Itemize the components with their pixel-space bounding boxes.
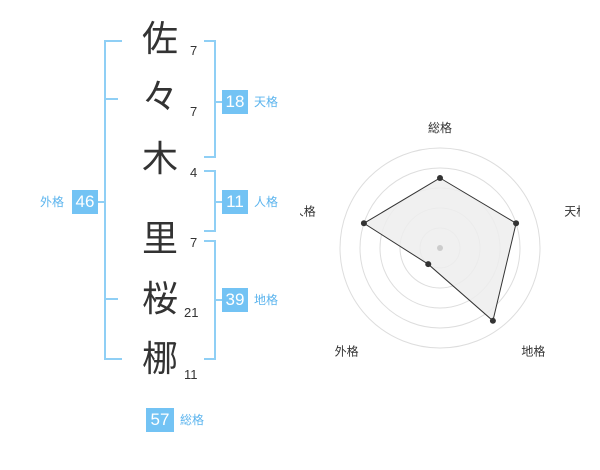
gaikaku-bracket-tick-2 <box>104 298 118 300</box>
gaikaku-value-box: 46 <box>72 190 98 214</box>
radar-axis-label-3: 地格 <box>521 343 545 358</box>
name-char-4: 里 <box>141 219 178 260</box>
name-char-6: 梛 <box>141 339 178 380</box>
jinkaku-value-box: 11 <box>222 190 248 214</box>
radar-point-2 <box>513 220 520 227</box>
gaikaku-bracket-top <box>104 40 122 42</box>
stroke-count-4: 7 <box>190 235 198 250</box>
radar-point-3 <box>489 317 496 324</box>
chikaku-connector <box>214 299 222 301</box>
radar-center-dot <box>437 245 443 251</box>
radar-axis-label-2: 天格 <box>564 204 580 219</box>
gaikaku-bracket-vertical <box>104 40 106 360</box>
name-char-2: 々 <box>141 77 178 118</box>
jinkaku-bracket-bottom <box>204 230 216 232</box>
gaikaku-bracket-tick-1 <box>104 98 118 100</box>
gaikaku-bracket-bottom <box>104 358 122 360</box>
radar-point-4 <box>425 261 432 268</box>
stroke-count-1: 7 <box>190 43 198 58</box>
stroke-count-3: 4 <box>190 165 198 180</box>
radar-point-1 <box>437 175 443 181</box>
chikaku-bracket-top <box>204 240 216 242</box>
tenkaku-bracket-vertical <box>214 40 216 158</box>
soukaku-value-box: 57 <box>146 408 174 432</box>
radar-point-5 <box>360 220 367 227</box>
tenkaku-bracket-top <box>204 40 216 42</box>
gaikaku-label: 外格 <box>40 195 65 209</box>
radar-grid-ring-5 <box>339 147 541 349</box>
tenkaku-connector <box>214 101 222 103</box>
name-char-3: 木 <box>141 139 178 180</box>
chikaku-label: 地格 <box>254 293 279 307</box>
jinkaku-bracket-top <box>204 170 216 172</box>
radar-axis-label-4: 外格 <box>335 343 359 358</box>
radar-axis-label-1: 総格 <box>428 120 452 135</box>
soukaku-label: 総格 <box>180 413 205 427</box>
chikaku-bracket-bottom <box>204 358 216 360</box>
stroke-count-2: 7 <box>190 104 198 119</box>
jinkaku-label: 人格 <box>254 195 279 209</box>
gaikaku-connector <box>98 201 104 203</box>
name-char-1: 佐 <box>141 19 178 60</box>
tenkaku-bracket-bottom <box>204 156 216 158</box>
tenkaku-value-box: 18 <box>222 90 248 114</box>
tenkaku-label: 天格 <box>254 95 279 109</box>
stroke-count-6: 11 <box>184 367 198 382</box>
name-char-5: 桜 <box>141 279 178 320</box>
jinkaku-connector <box>214 201 222 203</box>
radar-grid-ring-4 <box>359 167 521 329</box>
radar-chart: 総格天格地格 外格 人格 <box>300 120 580 358</box>
stroke-count-5: 21 <box>184 305 199 320</box>
radar-axis-label-5: 人格 <box>300 204 316 219</box>
chikaku-value-box: 39 <box>222 288 248 312</box>
